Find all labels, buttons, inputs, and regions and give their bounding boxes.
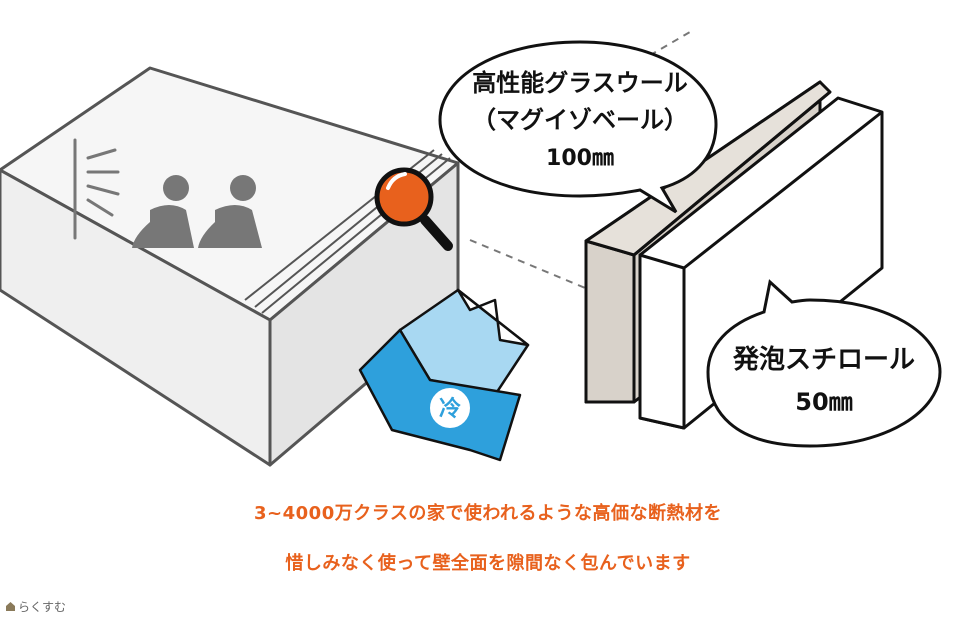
bubble-glass-wool-line3: 100㎜ (546, 146, 614, 171)
bubble-styrofoam-line1: 発泡スチロール (732, 345, 915, 375)
bubble-glass-wool-line2: （マグイゾベール） (472, 106, 688, 134)
caption-line-2: 惜しみなく使って壁全面を隙間なく包んでいます (285, 553, 691, 574)
bubble-glass-wool: 高性能グラスウール （マグイゾベール） 100㎜ (438, 40, 718, 214)
cold-air-fold (456, 288, 530, 347)
brand-logo-text: らくすむ (18, 600, 67, 614)
brand-logo: らくすむ (6, 598, 66, 615)
caption-line-1: 3~4000万クラスの家で使われるような高価な断熱材を (254, 503, 722, 524)
styrofoam-panel (638, 96, 884, 430)
magnifier-icon (374, 167, 453, 251)
house-box (0, 66, 460, 467)
air-conditioner-icon (73, 138, 120, 240)
bubble-styrofoam-line2: 50㎜ (795, 388, 852, 416)
house-logo-icon (6, 602, 15, 611)
people-icon (132, 175, 262, 248)
bubble-glass-wool-line1: 高性能グラスウール (472, 69, 688, 97)
cold-badge-text: 冷 (439, 396, 461, 422)
cold-badge (428, 386, 472, 430)
bubble-styrofoam: 発泡スチロール 50㎜ (706, 279, 942, 448)
